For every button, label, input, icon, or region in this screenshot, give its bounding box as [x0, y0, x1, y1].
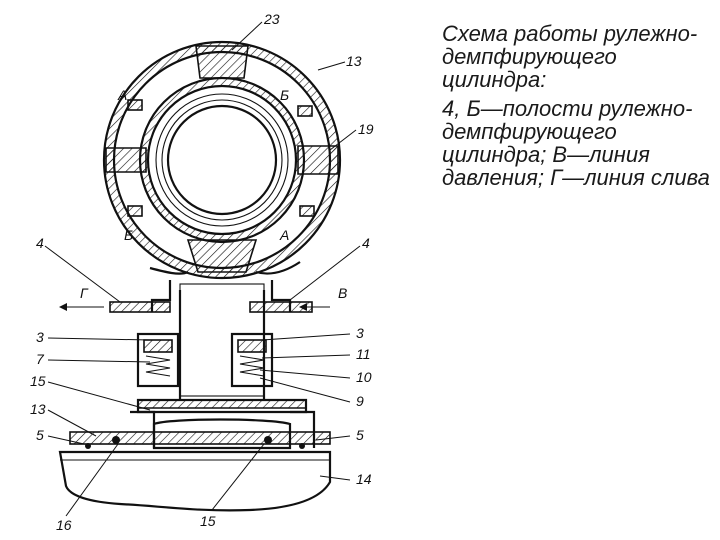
label-v: В — [338, 285, 347, 301]
label-a-top: А — [117, 87, 127, 103]
label-14: 14 — [356, 471, 372, 487]
label-15-bottom: 15 — [200, 513, 216, 529]
flow-lines — [59, 301, 330, 313]
partition-bottom — [186, 239, 258, 273]
support-base — [58, 450, 332, 512]
label-7: 7 — [36, 351, 45, 367]
leaders — [44, 21, 361, 517]
label-19: 19 — [358, 121, 374, 137]
valve-left — [136, 332, 180, 388]
body-column — [149, 261, 301, 400]
caption-legend: 4, Б—полости рулежно-демпфирующего цилин… — [442, 96, 710, 190]
caption-title: Схема работы рулежно-демпфирующего цилин… — [442, 21, 698, 92]
label-3-right: 3 — [356, 325, 364, 341]
label-13-left: 13 — [30, 401, 46, 417]
label-5-right: 5 — [356, 427, 364, 443]
caption: Схема работы рулежно-демпфирующего цилин… — [432, 22, 712, 195]
label-10: 10 — [356, 369, 372, 385]
vane-left — [105, 147, 147, 173]
label-4-left: 4 — [36, 235, 44, 251]
label-15-left: 15 — [30, 373, 46, 389]
label-b-bottom: Б — [124, 227, 133, 243]
stops — [127, 99, 315, 217]
base-housing — [69, 398, 331, 450]
valve-right — [230, 332, 274, 388]
cylinder-diagram: 23 13 19 А Б Б А 4 4 Г В 3 3 7 11 10 9 1… — [30, 11, 374, 533]
label-3-left: 3 — [36, 329, 44, 345]
label-b-top: Б — [280, 87, 289, 103]
label-23: 23 — [263, 11, 280, 27]
vane-right — [297, 145, 339, 175]
label-11: 11 — [356, 346, 371, 362]
label-a-bottom: А — [279, 227, 289, 243]
label-13-top: 13 — [346, 53, 362, 69]
partition-top — [195, 45, 249, 79]
label-5-left: 5 — [36, 427, 44, 443]
label-g: Г — [80, 285, 89, 301]
label-4-right: 4 — [362, 235, 370, 251]
callout-labels: 23 13 19 А Б Б А 4 4 Г В 3 3 7 11 10 9 1… — [30, 11, 374, 533]
label-9: 9 — [356, 393, 364, 409]
label-16: 16 — [56, 517, 72, 533]
